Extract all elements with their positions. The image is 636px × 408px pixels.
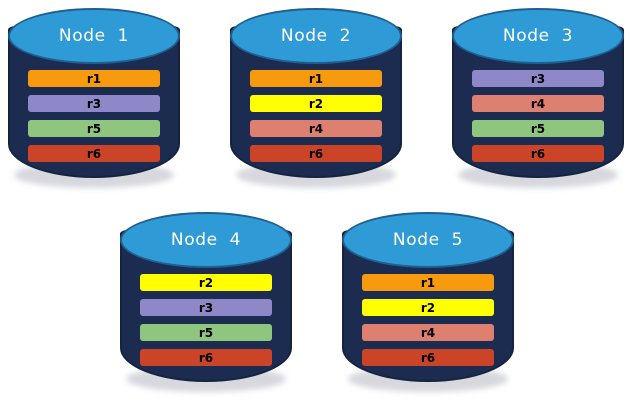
cylinder-top-ellipse (120, 212, 292, 268)
database-node-cylinder[interactable]: Node 5 r1 r2 r4 r6 (342, 212, 514, 394)
replica-bar[interactable]: r5 (472, 120, 604, 137)
replica-list: r2 r3 r5 r6 (140, 274, 272, 366)
replica-list: r3 r4 r5 r6 (472, 70, 604, 162)
replica-bar[interactable]: r6 (362, 349, 494, 366)
replica-list: r1 r2 r4 r6 (250, 70, 382, 162)
replica-bar[interactable]: r1 (28, 70, 160, 87)
cylinder-top-ellipse (8, 8, 180, 64)
replica-bar[interactable]: r4 (250, 120, 382, 137)
cylinder-top-ellipse (230, 8, 402, 64)
replica-bar[interactable]: r6 (250, 145, 382, 162)
node-label: Node 1 (58, 26, 130, 46)
cylinder-top-ellipse (452, 8, 624, 64)
cylinder-top-ellipse (342, 212, 514, 268)
replica-bar[interactable]: r6 (140, 349, 272, 366)
replica-bar[interactable]: r1 (362, 274, 494, 291)
node-label: Node 4 (170, 230, 242, 250)
replica-bar[interactable]: r6 (28, 145, 160, 162)
database-node-cylinder[interactable]: Node 2 r1 r2 r4 r6 (230, 8, 402, 190)
database-node-cylinder[interactable]: Node 4 r2 r3 r5 r6 (120, 212, 292, 394)
database-node-cylinder[interactable]: Node 3 r3 r4 r5 r6 (452, 8, 624, 190)
replica-list: r1 r3 r5 r6 (28, 70, 160, 162)
replica-bar[interactable]: r5 (28, 120, 160, 137)
node-label: Node 2 (280, 26, 352, 46)
node-label: Node 3 (502, 26, 574, 46)
replica-bar[interactable]: r4 (362, 324, 494, 341)
replica-list: r1 r2 r4 r6 (362, 274, 494, 366)
replica-bar[interactable]: r3 (472, 70, 604, 87)
replica-bar[interactable]: r4 (472, 95, 604, 112)
replica-bar[interactable]: r5 (140, 324, 272, 341)
replica-bar[interactable]: r2 (362, 299, 494, 316)
replica-bar[interactable]: r2 (140, 274, 272, 291)
replica-bar[interactable]: r3 (140, 299, 272, 316)
database-node-cylinder[interactable]: Node 1 r1 r3 r5 r6 (8, 8, 180, 190)
replica-bar[interactable]: r6 (472, 145, 604, 162)
replica-bar[interactable]: r2 (250, 95, 382, 112)
replica-bar[interactable]: r3 (28, 95, 160, 112)
replica-bar[interactable]: r1 (250, 70, 382, 87)
node-label: Node 5 (392, 230, 464, 250)
